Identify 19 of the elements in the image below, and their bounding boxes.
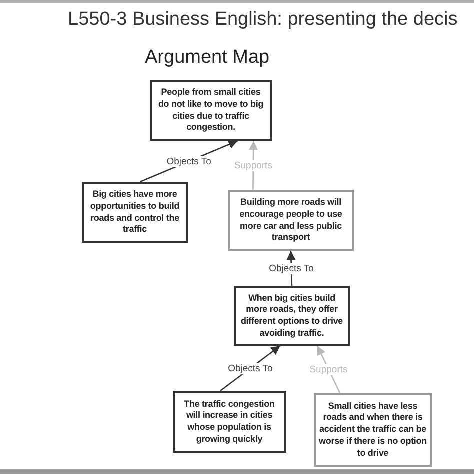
edge-label: Objects To (267, 263, 316, 274)
map-heading: Argument Map (145, 47, 270, 69)
claim-text: Big cities have more opportunities to build roads and control the traffic (89, 189, 181, 236)
claim-box (173, 391, 286, 453)
claim-text: Building more roads will encourage people to use more car and less public transport (238, 197, 344, 244)
page-title: L550-3 Business English: presenting the decis (68, 9, 458, 31)
claim-text: Small cities have less roads and when there is accident the traffic can be worse if there is no option to drive (319, 400, 427, 460)
edge-label: Objects To (164, 156, 214, 167)
edge-label: Supports (232, 160, 274, 171)
claim-box (82, 182, 188, 243)
claim-text: When big cities build more roads, they offer different options to drive avoiding traffic. (240, 292, 344, 340)
edge-label: Supports (308, 364, 350, 375)
edge-label: Objects To (226, 363, 275, 374)
claim-text: People from small cities do not like to move to big cities due to traffic congestion. (157, 87, 265, 134)
claim-box (228, 190, 354, 251)
claim-box (314, 393, 432, 467)
claim-text: The traffic congestion will increase in cities whose population is growing quickly (183, 398, 276, 446)
claim-box (150, 80, 272, 141)
claim-box (234, 286, 350, 346)
